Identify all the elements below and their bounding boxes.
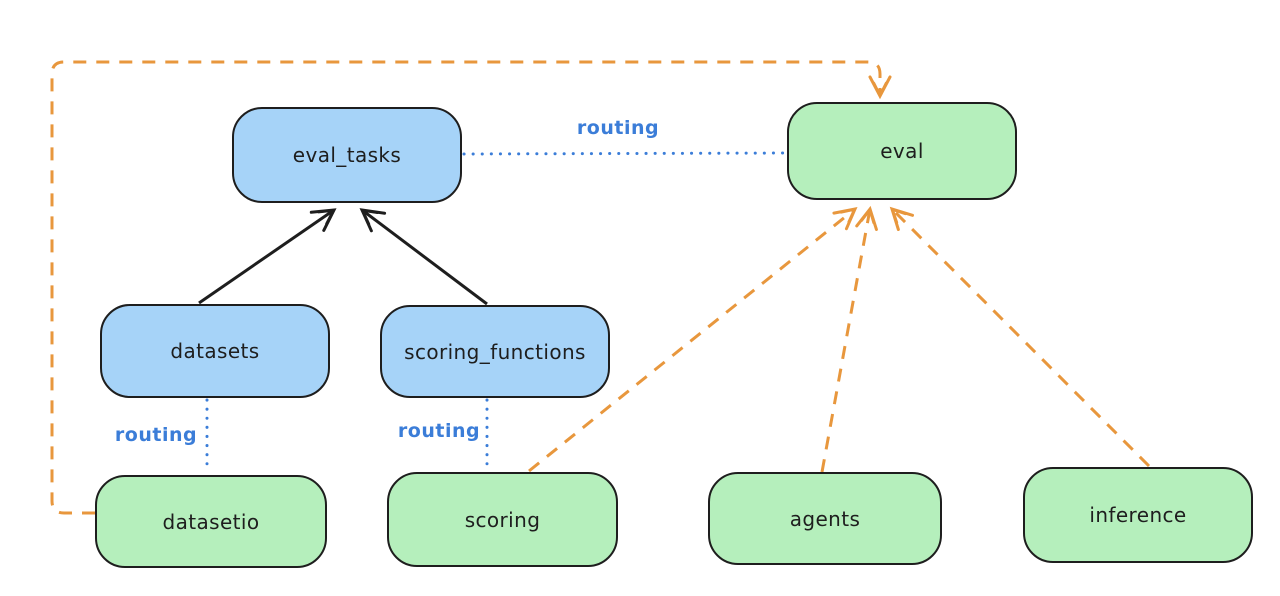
edge-label-routing-eval-tasks-eval: routing	[576, 117, 660, 139]
edge-scoring-to-eval	[528, 206, 858, 473]
node-eval: eval	[787, 102, 1017, 200]
node-inference-label: inference	[1089, 503, 1187, 527]
node-eval-tasks: eval_tasks	[232, 107, 462, 203]
node-agents: agents	[708, 472, 942, 565]
node-scoring-functions: scoring_functions	[380, 305, 610, 398]
node-eval-label: eval	[880, 139, 924, 163]
edge-datasetio-to-eval	[50, 60, 892, 515]
edge-scoring-functions-to-eval-tasks	[359, 208, 488, 306]
node-datasetio-label: datasetio	[162, 509, 260, 534]
node-scoring-label: scoring	[464, 507, 541, 532]
node-datasets-label: datasets	[170, 339, 260, 363]
node-eval-tasks-label: eval_tasks	[292, 143, 402, 167]
edge-eval-tasks-to-eval-routing	[462, 151, 787, 156]
edge-datasets-to-eval-tasks	[198, 208, 337, 305]
edge-agents-to-eval	[820, 205, 878, 473]
node-agents-label: agents	[789, 506, 861, 531]
edge-label-routing-datasets-datasetio: routing	[114, 424, 198, 446]
node-scoring-functions-label: scoring_functions	[404, 339, 586, 364]
node-datasetio: datasetio	[95, 475, 327, 568]
node-scoring: scoring	[387, 472, 618, 567]
edge-inference-to-eval	[889, 206, 1151, 468]
edge-label-routing-scoring-functions-scoring: routing	[397, 420, 481, 442]
node-inference: inference	[1023, 467, 1253, 563]
node-datasets: datasets	[100, 304, 330, 398]
